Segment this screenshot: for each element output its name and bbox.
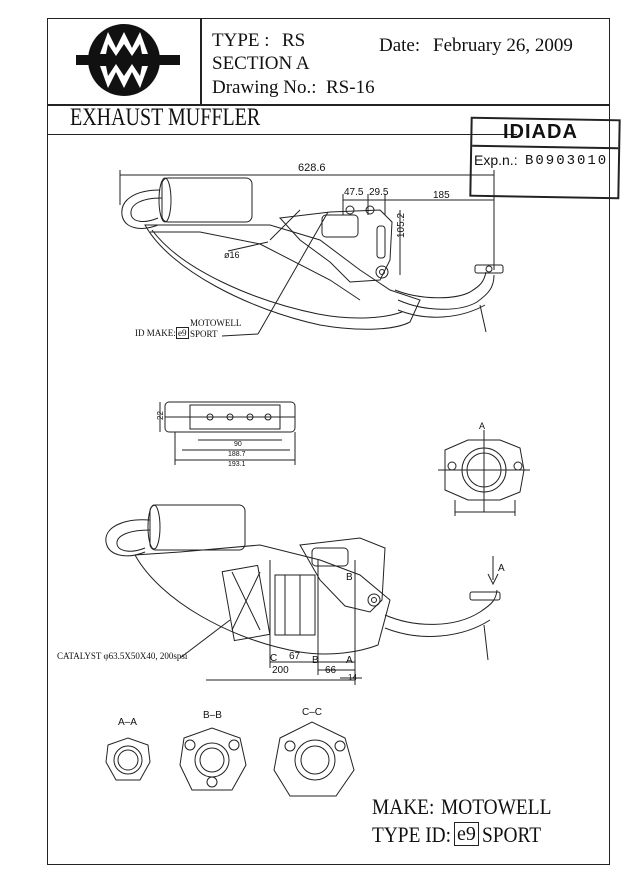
header-divider-horizontal xyxy=(47,104,610,106)
dim-bottom3: 66 xyxy=(325,665,337,676)
date-value: February 26, 2009 xyxy=(433,35,573,56)
view-arrow-label: A xyxy=(498,563,505,574)
type-id-mark: e9 xyxy=(454,822,479,846)
make-value: MOTOWELL xyxy=(441,794,552,819)
dim-bottom2: 200 xyxy=(272,665,289,676)
dim-d1: 47.5 xyxy=(344,187,364,198)
type-value: RS xyxy=(282,30,306,51)
stamp-exp-label: Exp.n.: xyxy=(474,152,518,168)
plan-view xyxy=(159,401,296,465)
section-mark-b: B xyxy=(346,572,353,583)
catalyst-label: CATALYST φ63.5X50X40, 200spsi xyxy=(57,651,188,661)
motowell-logo xyxy=(76,24,180,96)
dim-d2: 29.5 xyxy=(369,187,389,198)
make-label: MAKE: xyxy=(372,794,435,819)
drawing-frame xyxy=(47,18,610,865)
dim-height: 105.2 xyxy=(396,212,407,238)
dim-bottom1: 67 xyxy=(289,651,301,662)
drawing-value: RS-16 xyxy=(326,77,375,98)
section-mark-b-lower: B xyxy=(312,655,319,666)
dim-d3: 185 xyxy=(433,190,450,201)
dim-w3: 188.7 xyxy=(228,451,246,458)
section-mark-c: C xyxy=(270,653,278,664)
side-view-bottom xyxy=(105,504,501,685)
title-underline xyxy=(47,134,517,135)
section-aa xyxy=(105,737,151,781)
type-id-value: SPORT xyxy=(482,822,542,847)
section-label-aa: A–A xyxy=(118,717,137,728)
id-make-label: ID MAKE: xyxy=(135,328,176,338)
side-view-top xyxy=(119,170,504,337)
section-cc xyxy=(273,721,355,797)
id-make-line1: MOTOWELL xyxy=(190,318,242,328)
type-id-label: TYPE ID: xyxy=(372,822,452,847)
stamp-exp-value: B0903010 xyxy=(525,153,609,169)
flange-view-label: A xyxy=(479,421,486,431)
section-label-cc: C–C xyxy=(302,707,323,718)
date-label: Date: xyxy=(379,35,421,56)
section-mark-a: A xyxy=(346,655,353,666)
dim-w1: 22 xyxy=(156,411,165,420)
header-divider-vertical xyxy=(200,18,202,104)
drawing-title: EXHAUST MUFFLER xyxy=(70,104,261,131)
stamp-org: IDIADA xyxy=(503,121,578,143)
dim-w4: 193.1 xyxy=(228,461,246,468)
flange-detail xyxy=(438,430,530,516)
dim-diameter: ø16 xyxy=(224,250,240,260)
id-make-line2: SPORT xyxy=(190,329,218,339)
type-label: TYPE : xyxy=(212,30,270,51)
id-make-mark: e9 xyxy=(176,327,189,339)
section-label: SECTION A xyxy=(212,53,310,74)
dim-bottom4: 14 xyxy=(348,673,357,682)
dim-overall-length: 628.6 xyxy=(298,162,326,174)
drawing-label: Drawing No.: xyxy=(212,77,317,98)
section-label-bb: B–B xyxy=(203,710,222,721)
dim-w2: 90 xyxy=(234,441,242,448)
section-bb xyxy=(179,727,247,791)
